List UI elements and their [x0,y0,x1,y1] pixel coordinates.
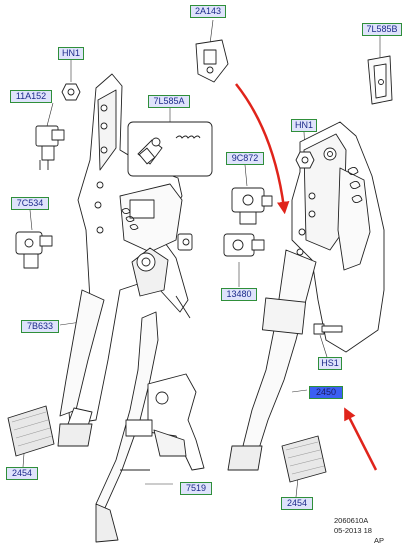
hn1-nut-left [61,83,81,101]
red-arrows [235,83,378,471]
callout-hn1-left: HN1 [58,47,84,60]
switch-13480 [223,233,265,257]
caption-code: 2060610A [334,516,369,525]
clutch-pedal-assembly [57,73,193,447]
callout-9c872: 9C872 [226,152,264,165]
sensor-7c534 [15,231,53,269]
callout-7519: 7519 [180,482,212,495]
callout-7l585b: 7L585B [362,23,402,36]
callout-11a152: 11A152 [10,90,52,103]
caption-suffix: AP [374,536,385,545]
arrow-to-pedal [344,407,378,471]
inset-7l585a [127,121,213,177]
switch-9c872 [231,187,273,225]
clip-2a143 [195,39,229,83]
callout-hn1-right: HN1 [291,119,317,132]
bolt-hs1 [313,323,343,335]
left-small-parts [7,83,81,457]
clip-7l585b [367,55,393,105]
callout-2a143: 2A143 [190,5,226,18]
callout-2454-right: 2454 [281,497,313,510]
pedal-pad-left [7,405,55,457]
diagram-caption: 2060610A 05-2013 18 AP [334,516,384,546]
caption-date: 05-2013 18 [334,526,372,535]
arrow-to-bracket [235,83,290,215]
callout-7l585a: 7L585A [148,95,190,108]
callout-2450: 2450 [309,386,343,399]
callout-13480: 13480 [221,288,257,301]
callout-7c534: 7C534 [11,197,49,210]
callout-hs1: HS1 [318,357,342,370]
hn1-nut-right [295,151,315,169]
pedal-pad-right [281,435,327,483]
callout-7b633: 7B633 [21,320,59,333]
accelerator-pedal-7519 [95,311,205,543]
right-small-parts [195,39,393,483]
switch-11a152 [35,125,65,170]
brake-pedal-assembly [227,121,385,471]
callout-2454-left: 2454 [6,467,38,480]
